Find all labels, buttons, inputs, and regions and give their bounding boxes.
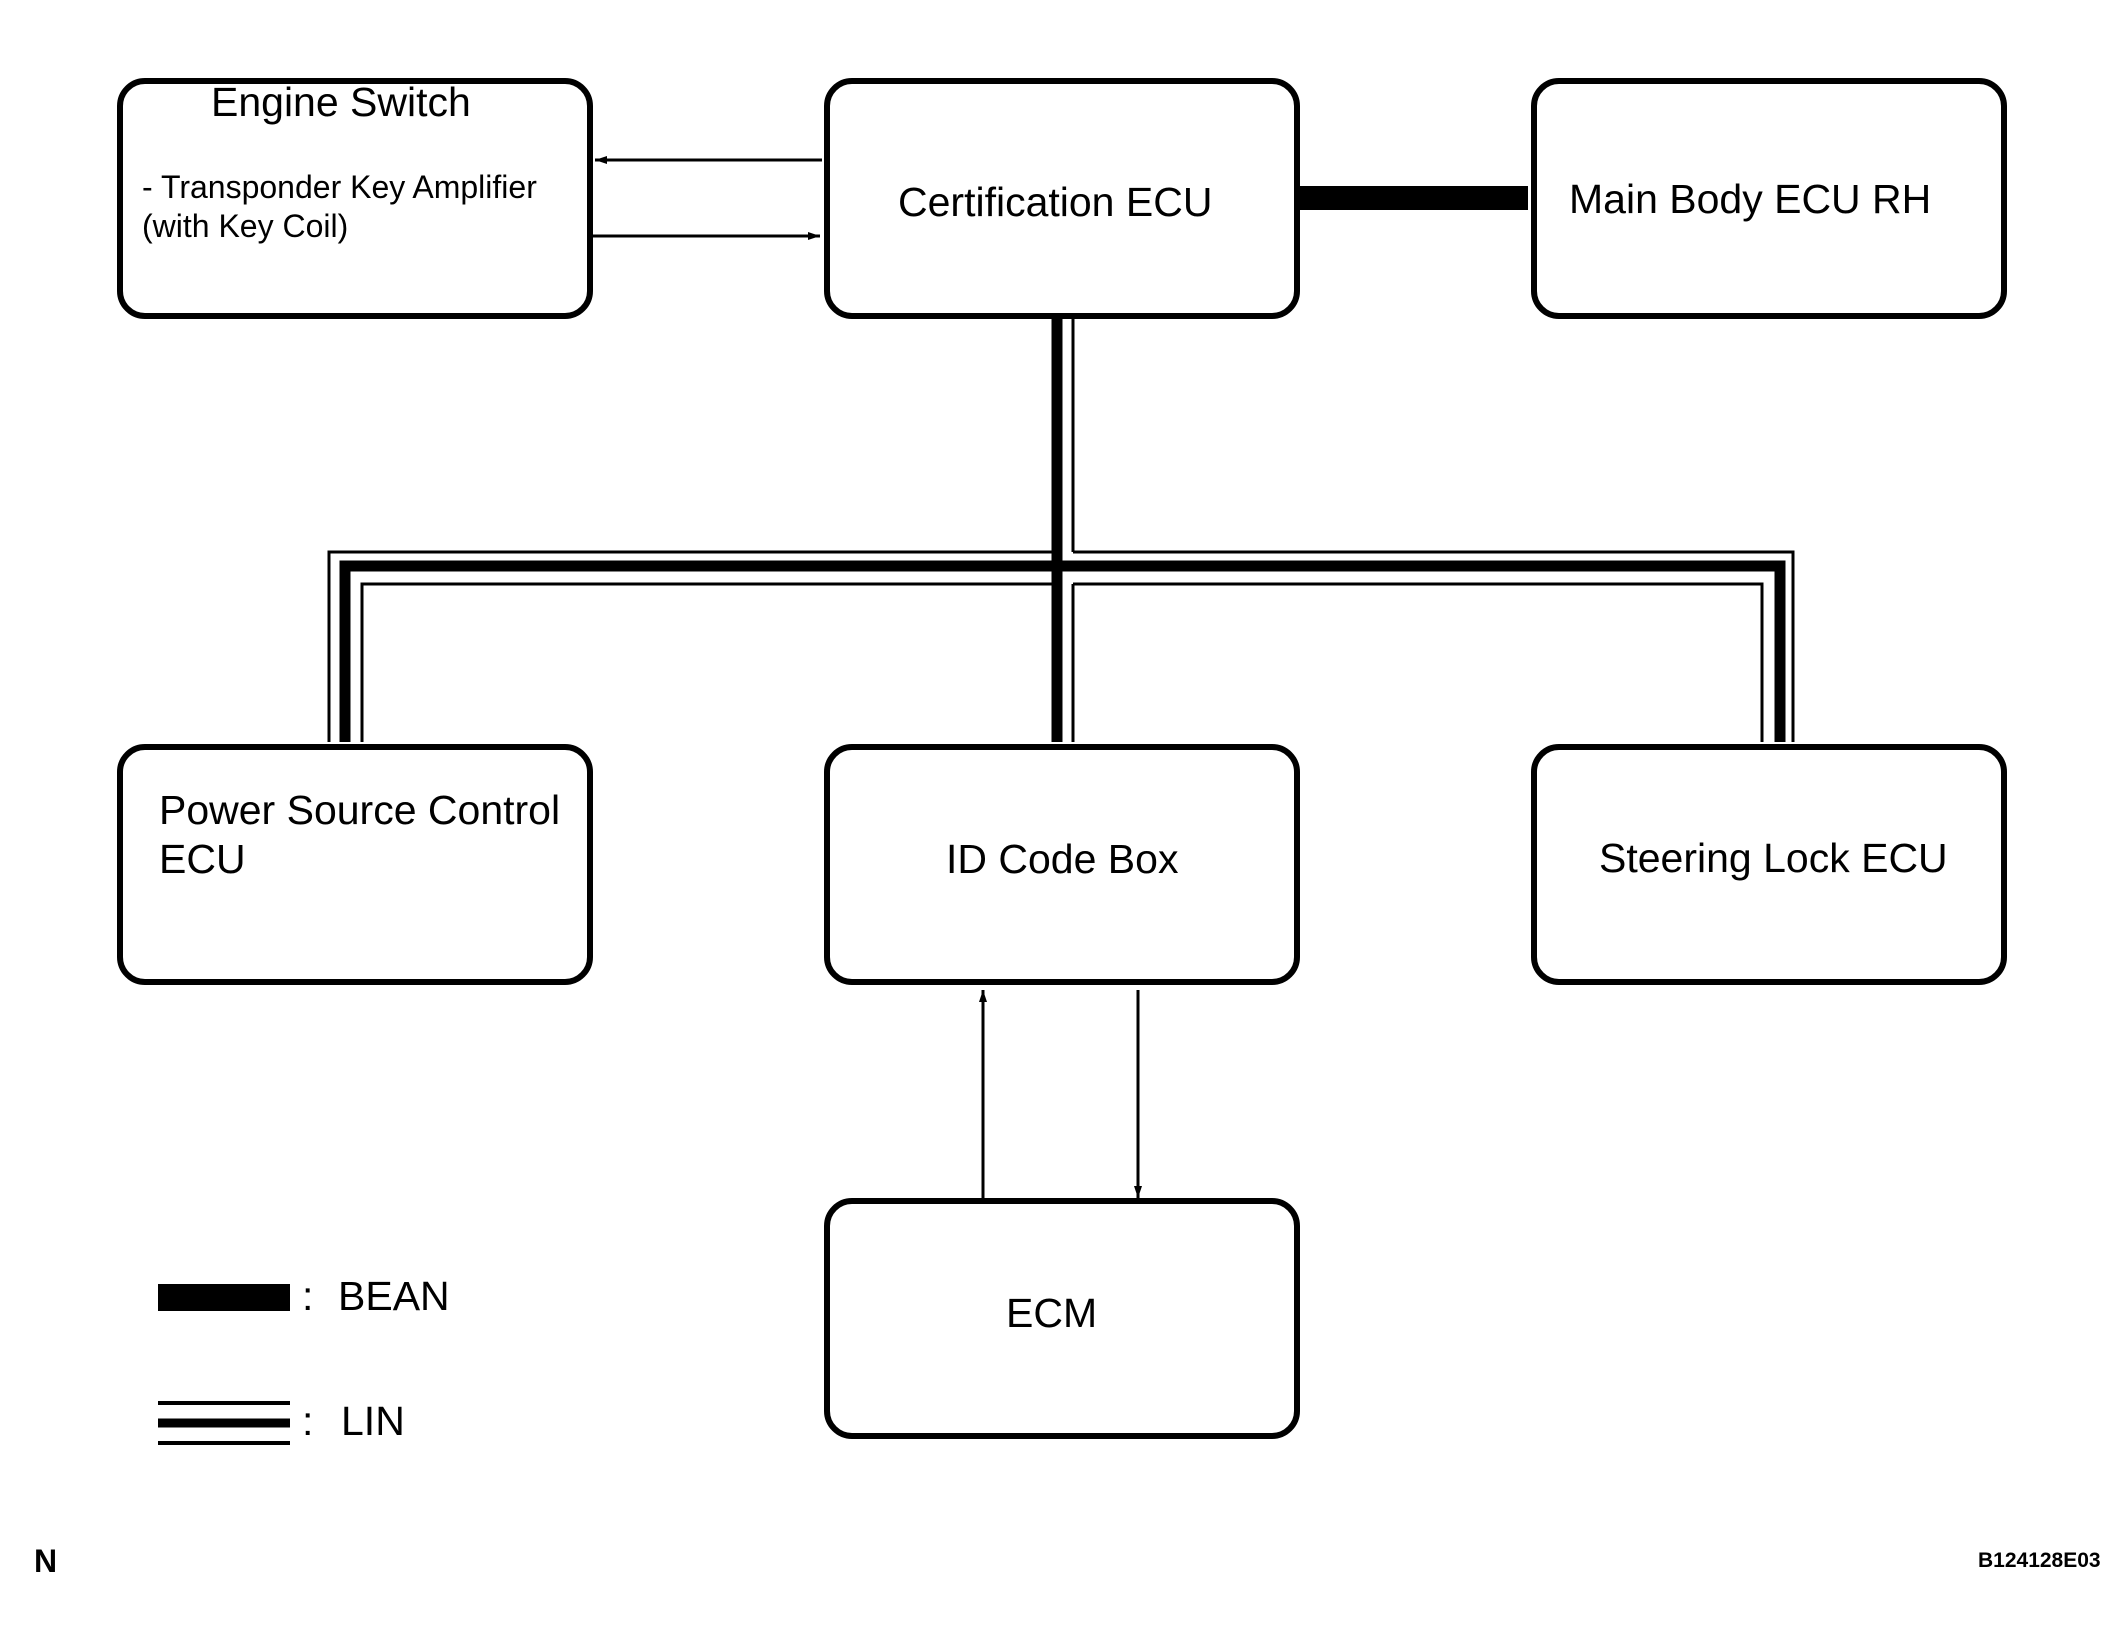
ecm-title: ECM [1006,1290,1098,1336]
engine-switch-title: Engine Switch [211,79,471,125]
legend-lin-symbol [158,1401,290,1445]
lin-branch-steering-lock [1057,550,1795,742]
corner-left-label: N [34,1543,58,1579]
main-body-ecu-title: Main Body ECU RH [1569,176,1932,222]
lin-trunk [1051,318,1075,566]
ecm-box [824,1198,1300,1439]
certification-ecu-box [824,78,1300,319]
power-source-ecu-title-line1: Power Source Control [159,787,561,833]
id-code-box-title: ID Code Box [946,836,1179,882]
bean-link-cert-main-body [1296,186,1528,210]
lin-bus [327,318,1795,742]
main-body-ecu-box [1531,78,2007,319]
lin-branch-id-code-box [1051,566,1075,742]
figure-code: B124128E03 [1978,1549,2101,1572]
certification-ecu-title: Certification ECU [898,179,1213,225]
legend-lin-label: LIN [341,1398,405,1444]
steering-lock-ecu-box [1531,744,2007,985]
engine-switch-box [117,78,593,319]
steering-lock-ecu-title: Steering Lock ECU [1599,835,1948,881]
lin-branch-power-source [327,550,1057,742]
engine-switch-detail-line2: (with Key Coil) [142,208,349,244]
power-source-ecu-box [117,744,593,985]
power-source-ecu-title-line2: ECU [159,836,246,882]
legend-lin-separator: : [302,1398,314,1444]
legend-bean-separator: : [302,1273,314,1319]
engine-switch-detail-line1: - Transponder Key Amplifier [142,169,537,205]
legend-bean-symbol [158,1284,290,1311]
id-code-box-box [824,744,1300,985]
legend-bean-label: BEAN [338,1273,450,1319]
